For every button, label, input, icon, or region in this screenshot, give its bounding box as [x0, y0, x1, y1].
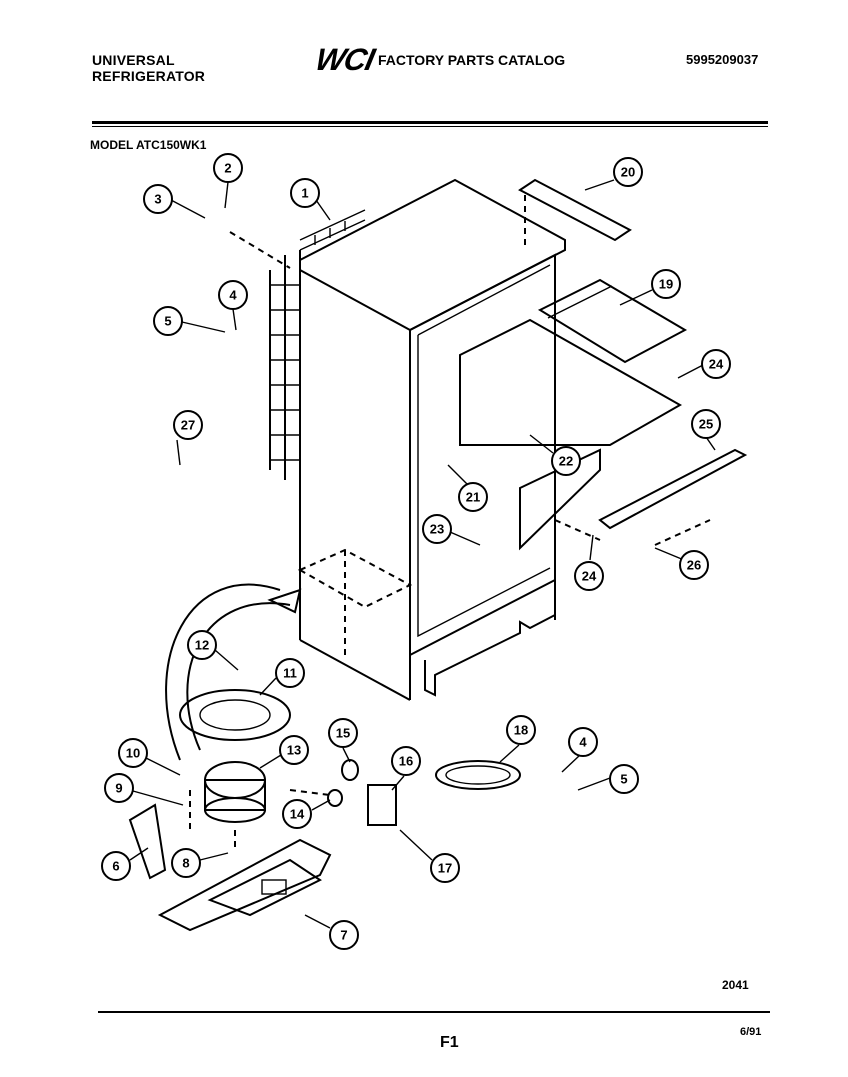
callout-19: 19 — [651, 269, 681, 299]
callout-15: 15 — [328, 718, 358, 748]
callout-24b: 24 — [574, 561, 604, 591]
callout-23-label: 23 — [430, 522, 444, 537]
callout-1: 1 — [290, 178, 320, 208]
callout-21-label: 21 — [466, 490, 480, 505]
callout-23: 23 — [422, 514, 452, 544]
callout-8: 8 — [171, 848, 201, 878]
brand-line-2: REFRIGERATOR — [92, 68, 206, 84]
callout-5-label: 5 — [164, 314, 171, 329]
callout-14: 14 — [282, 799, 312, 829]
callout-26: 26 — [679, 550, 709, 580]
callout-18-label: 18 — [514, 723, 528, 738]
callout-17-label: 17 — [438, 861, 452, 876]
callout-5: 5 — [153, 306, 183, 336]
callout-18: 18 — [506, 715, 536, 745]
callout-10-label: 10 — [126, 746, 140, 761]
callout-27-label: 27 — [181, 418, 195, 433]
callout-9-label: 9 — [115, 781, 122, 796]
catalog-title: FACTORY PARTS CATALOG — [378, 52, 566, 68]
callout-11: 11 — [275, 658, 305, 688]
model-label: MODEL ATC150WK1 — [90, 138, 207, 152]
callout-25: 25 — [691, 409, 721, 439]
callout-2: 2 — [213, 153, 243, 183]
footer-rule — [98, 1011, 770, 1013]
callout-6: 6 — [101, 851, 131, 881]
callout-22-label: 22 — [559, 454, 573, 469]
page-number: F1 — [440, 1034, 459, 1051]
callout-12-label: 12 — [195, 638, 209, 653]
callout-26-label: 26 — [687, 558, 701, 573]
callout-19-label: 19 — [659, 277, 673, 292]
callout-11-label: 11 — [283, 666, 297, 681]
compressor-drawing — [128, 689, 521, 932]
callout-9: 9 — [104, 773, 134, 803]
callout-17: 17 — [430, 853, 460, 883]
callout-4b: 4 — [568, 727, 598, 757]
header-rule — [92, 121, 768, 124]
control-housing — [459, 178, 748, 551]
callout-3-label: 3 — [154, 192, 161, 207]
header-rule-thin — [92, 126, 768, 127]
callout-16-label: 16 — [399, 754, 413, 769]
callout-8-label: 8 — [182, 856, 189, 871]
callout-4b-label: 4 — [579, 735, 587, 750]
callout-13: 13 — [279, 735, 309, 765]
condenser-coil — [229, 209, 366, 480]
callout-3: 3 — [143, 184, 173, 214]
callout-5b-label: 5 — [620, 772, 627, 787]
leader-lines — [129, 179, 716, 929]
catalog-part-number: 5995209037 — [686, 52, 759, 67]
callout-24a-label: 24 — [709, 357, 724, 372]
callout-6-label: 6 — [112, 859, 119, 874]
callout-24b-label: 24 — [582, 569, 597, 584]
callout-1-label: 1 — [301, 186, 308, 201]
drawing-code: 2041 — [722, 978, 749, 992]
callout-20-label: 20 — [621, 165, 635, 180]
callout-21: 21 — [458, 482, 488, 512]
callout-22: 22 — [551, 446, 581, 476]
brand-line-1: UNIVERSAL — [92, 52, 175, 68]
callout-12: 12 — [187, 630, 217, 660]
cabinet-drawing — [165, 178, 566, 761]
callout-7: 7 — [329, 920, 359, 950]
callout-10: 10 — [118, 738, 148, 768]
callout-7-label: 7 — [340, 928, 347, 943]
revision-date: 6/91 — [740, 1026, 762, 1038]
callout-4: 4 — [218, 280, 248, 310]
callout-15-label: 15 — [336, 726, 350, 741]
callout-25-label: 25 — [699, 417, 713, 432]
callout-27: 27 — [173, 410, 203, 440]
callout-14-label: 14 — [290, 807, 305, 822]
callout-24a: 24 — [701, 349, 731, 379]
callout-16: 16 — [391, 746, 421, 776]
callout-2-label: 2 — [224, 161, 231, 176]
callout-13-label: 13 — [287, 743, 301, 758]
callout-20: 20 — [613, 157, 643, 187]
callout-5b: 5 — [609, 764, 639, 794]
callout-4-label: 4 — [229, 288, 237, 303]
